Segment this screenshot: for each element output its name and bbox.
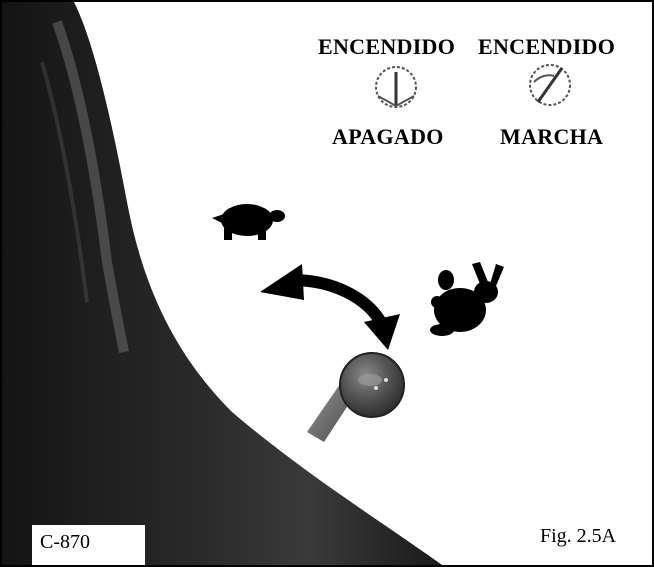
- turtle-icon: [212, 204, 285, 240]
- power-run-icon: [530, 65, 570, 105]
- machine-body: [2, 2, 442, 565]
- label-on-right: ENCENDIDO: [478, 34, 615, 60]
- rabbit-icon: [430, 262, 504, 336]
- power-off-icon: [376, 67, 416, 107]
- curved-double-arrow-icon: [260, 264, 400, 350]
- throttle-knob-icon: [307, 353, 404, 442]
- label-run: MARCHA: [500, 124, 603, 150]
- figure-caption: Fig. 2.5A: [540, 525, 616, 548]
- label-on-left: ENCENDIDO: [318, 34, 455, 60]
- figure-code: C-870: [40, 531, 90, 554]
- code-label-box: C-870: [32, 525, 145, 565]
- label-off: APAGADO: [332, 124, 444, 150]
